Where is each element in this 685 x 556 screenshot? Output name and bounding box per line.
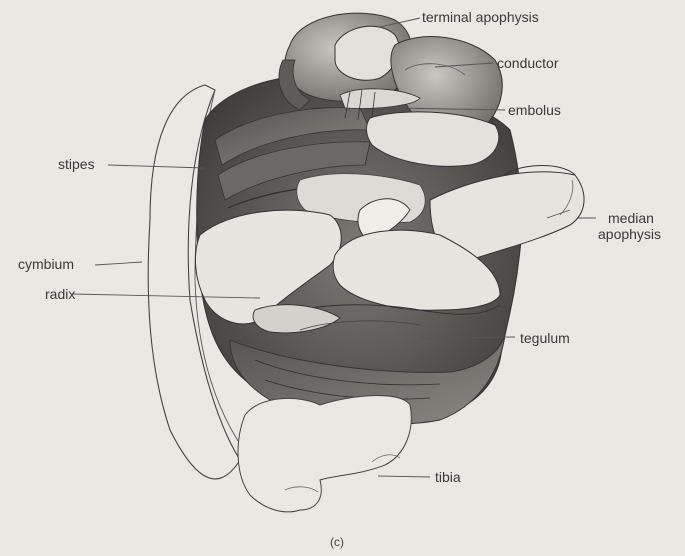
- label-embolus: embolus: [508, 102, 561, 118]
- label-cymbium: cymbium: [18, 256, 74, 272]
- label-terminal-apophysis: terminal apophysis: [422, 9, 539, 25]
- label-tibia: tibia: [435, 469, 461, 485]
- tibia-shape: [238, 396, 411, 512]
- label-radix: radix: [45, 286, 75, 302]
- label-stipes: stipes: [58, 156, 95, 172]
- label-median-line2: apophysis: [598, 226, 661, 242]
- figure-caption: (c): [330, 535, 344, 549]
- label-median-line1: median: [608, 210, 654, 226]
- label-tegulum: tegulum: [520, 330, 570, 346]
- label-conductor: conductor: [497, 55, 558, 71]
